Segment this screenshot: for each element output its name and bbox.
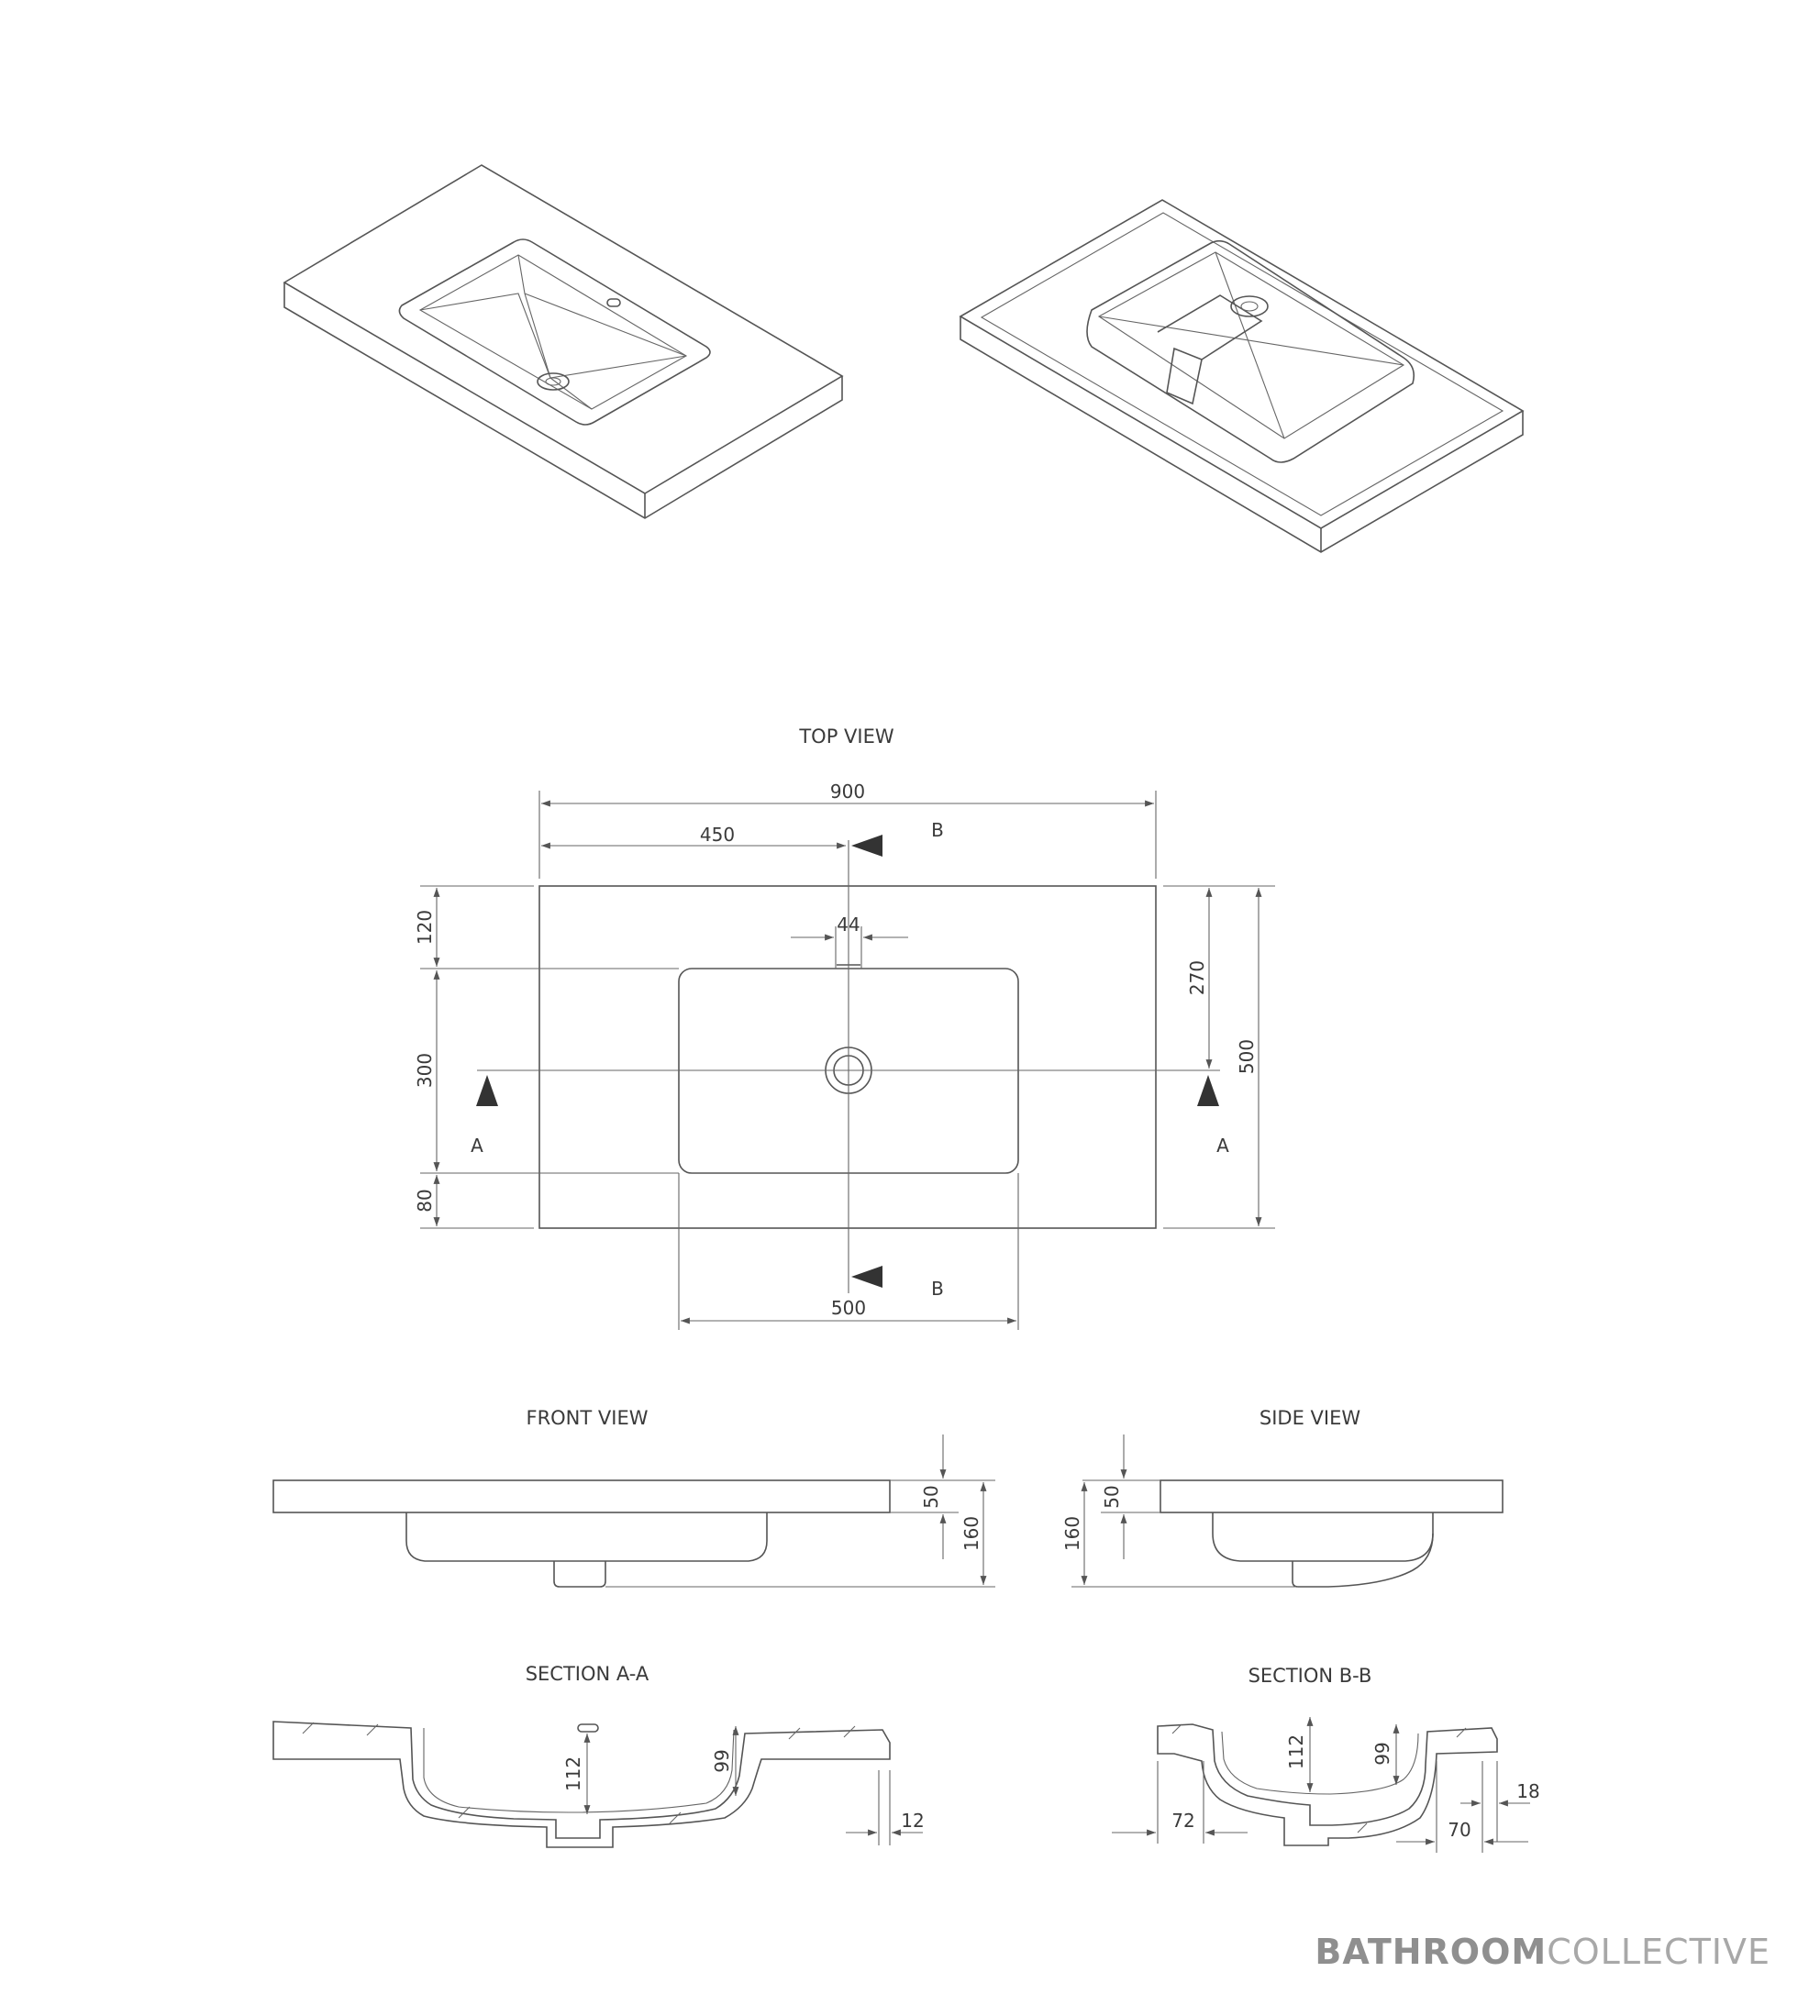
dim-half-width: 450 [700, 824, 735, 846]
dim-sec-a-lip: 12 [901, 1810, 924, 1832]
top-view: TOP VIEW 900 450 B B 44 [414, 726, 1275, 1330]
section-a-label-right: A [1216, 1135, 1229, 1157]
dim-sec-b-left: 72 [1171, 1810, 1194, 1832]
front-view: FRONT VIEW 50 160 [272, 1407, 995, 1588]
section-a-label-left: A [471, 1135, 483, 1157]
top-view-title: TOP VIEW [798, 726, 894, 748]
brand-logo-light: COLLECTIVE [1547, 1932, 1770, 1972]
section-a-a: SECTION A-A 112 99 12 [272, 1663, 925, 1848]
section-b-title: SECTION B-B [1248, 1665, 1372, 1687]
brand-logo-bold: BATHROOM [1315, 1932, 1548, 1972]
section-b-b: SECTION B-B 112 99 72 70 18 [1112, 1665, 1540, 1853]
dim-side-thickness: 50 [1101, 1485, 1123, 1508]
dim-outlet-offset: 270 [1186, 960, 1208, 995]
dim-sec-b-right: 70 [1448, 1819, 1470, 1841]
isometric-underside-view [959, 199, 1525, 553]
isometric-top-view [283, 164, 844, 519]
section-b-label-bottom: B [931, 1278, 944, 1300]
side-view: SIDE VIEW 160 50 [1061, 1407, 1504, 1588]
dim-back-margin: 120 [414, 910, 436, 945]
section-a-title: SECTION A-A [526, 1663, 649, 1685]
dim-front-margin: 80 [414, 1189, 436, 1212]
dim-basin-depth: 300 [414, 1053, 436, 1088]
dim-overall-width: 900 [830, 781, 865, 803]
dim-sec-b-lip: 18 [1516, 1780, 1539, 1802]
dim-outlet-width: 44 [837, 914, 860, 936]
section-a-arrow-right [1197, 1075, 1219, 1106]
dim-front-height: 160 [960, 1516, 982, 1551]
dim-basin-width: 500 [831, 1297, 866, 1319]
dim-side-height: 160 [1061, 1516, 1083, 1551]
front-view-title: FRONT VIEW [526, 1407, 648, 1429]
dim-sec-a-inner: 99 [711, 1749, 733, 1772]
section-b-label-top: B [931, 819, 944, 841]
section-b-arrow-bottom [851, 1266, 882, 1288]
dim-sec-b-depth: 112 [1285, 1734, 1307, 1769]
section-b-arrow-top [851, 835, 882, 857]
dim-front-thickness: 50 [920, 1485, 942, 1508]
side-view-title: SIDE VIEW [1260, 1407, 1360, 1429]
section-a-arrow-left [476, 1075, 498, 1106]
dim-sec-a-depth: 112 [562, 1756, 584, 1791]
dim-sec-b-inner: 99 [1371, 1742, 1393, 1765]
brand-logo: BATHROOMCOLLECTIVE [1315, 1932, 1770, 1972]
dim-overall-depth: 500 [1236, 1039, 1258, 1074]
